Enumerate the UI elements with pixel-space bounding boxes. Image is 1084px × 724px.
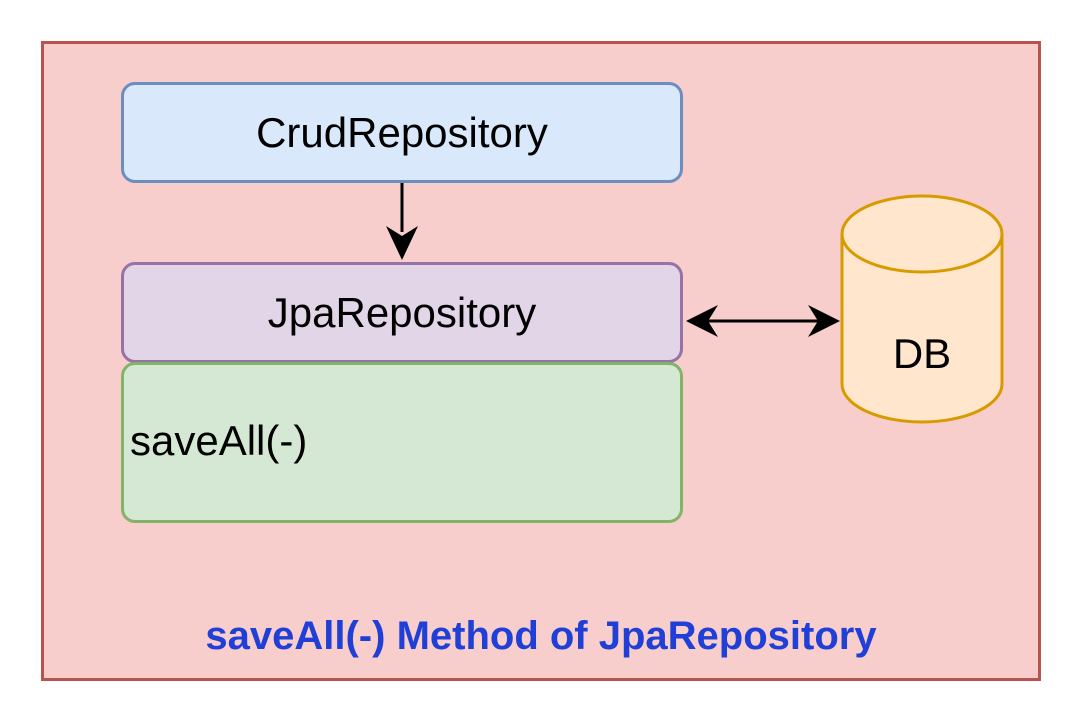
db-connection-head-left [686,305,718,337]
db-connection-arrow [686,305,840,337]
crud-repository-label: CrudRepository [256,108,548,156]
save-all-method-box: saveAll(-) [121,362,683,523]
diagram-caption: saveAll(-) Method of JpaRepository [205,614,877,658]
database-label: DB [892,330,952,377]
inheritance-arrow-head [386,226,418,260]
db-connection-head-right [808,305,840,337]
jpa-repository-label: JpaRepository [267,288,537,336]
crud-repository-box: CrudRepository [121,82,683,183]
jpa-repository-box: JpaRepository [121,262,683,363]
database-cylinder-top-rim [840,233,1004,274]
database-cylinder-body [840,194,1004,424]
database-cylinder [840,194,1004,424]
inheritance-arrow [386,183,418,260]
save-all-method-label: saveAll(-) [130,417,308,464]
